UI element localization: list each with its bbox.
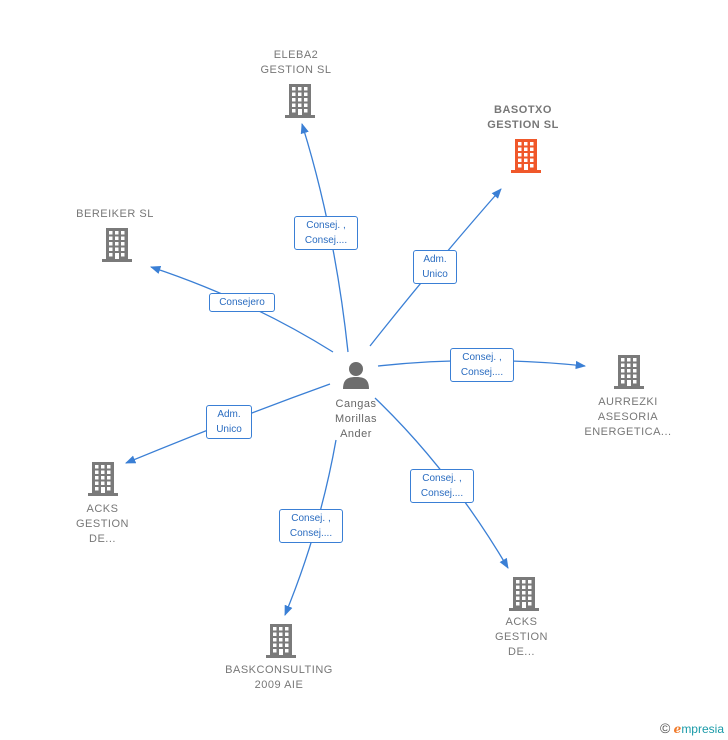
node-label-aurrezki[interactable]: AURREZKI ASESORIA ENERGETICA... [568,395,688,440]
edge-role-baskconsulting[interactable]: Consej. , Consej.... [279,509,343,543]
node-label-line: GESTION [494,631,548,643]
node-label-line: GESTION SL [260,64,332,76]
node-label-eleba2[interactable]: ELEBA2 GESTION SL [236,48,356,78]
node-label-line: ACKS [86,503,119,515]
node-label-line: GESTION [75,518,129,530]
building-icon-basotxo[interactable] [511,139,541,173]
center-name-line: Cangas [335,398,377,410]
node-label-line: ASESORIA [597,411,659,423]
building-icon-acks2[interactable] [509,577,539,611]
node-label-line: DE... [89,533,116,545]
edge-role-line: Consej. , [462,352,502,363]
node-label-baskconsulting[interactable]: BASKCONSULTING 2009 AIE [214,663,344,693]
node-label-bereiker[interactable]: BEREIKER SL [55,207,175,222]
node-label-line: BASKCONSULTING [225,664,333,676]
node-label-basotxo[interactable]: BASOTXO GESTION SL [463,103,583,133]
edge-role-basotxo[interactable]: Adm. Unico [413,250,457,284]
edge-role-line: Consej.... [460,367,504,378]
node-label-line: BASOTXO [494,104,552,116]
node-label-line: BEREIKER SL [76,208,154,220]
edge-role-bereiker[interactable]: Consejero [209,293,275,312]
edge-role-acks2[interactable]: Consej. , Consej.... [410,469,474,503]
node-label-line: ELEBA2 [273,49,319,61]
node-label-line: ACKS [505,616,538,628]
center-name-line: Ander [340,428,372,440]
node-label-line: GESTION SL [487,119,559,131]
edge-role-line: Consej. , [291,513,331,524]
edge-role-acks1[interactable]: Adm. Unico [206,405,252,439]
edge-role-line: Adm. [423,254,447,265]
building-icon-aurrezki[interactable] [614,355,644,389]
node-label-line: DE... [508,646,535,658]
edge-role-line: Consej. , [306,220,346,231]
edge-role-aurrezki[interactable]: Consej. , Consej.... [450,348,514,382]
building-icon-baskconsulting[interactable] [266,624,296,658]
brand-initial: e [673,722,682,736]
empresia-footer: © empresia [660,720,724,736]
node-label-line: 2009 AIE [254,679,304,691]
building-icon-acks1[interactable] [88,462,118,496]
edge-role-line: Consej. , [422,473,462,484]
edge-role-line: Unico [216,424,242,435]
center-person-label[interactable]: Cangas Morillas Ander [316,397,396,442]
edge-role-line: Consej.... [304,235,348,246]
copyright-symbol: © [660,720,671,736]
edge-role-line: Adm. [217,409,241,420]
center-name-line: Morillas [335,413,377,425]
edge-role-eleba2[interactable]: Consej. , Consej.... [294,216,358,250]
edge-role-line: Consejero [219,297,265,308]
building-icon-eleba2[interactable] [285,84,315,118]
node-label-line: AURREZKI [598,396,658,408]
node-label-acks1[interactable]: ACKS GESTION DE... [55,502,150,547]
brand-name: mpresia [681,722,724,736]
person-icon[interactable] [341,360,371,395]
node-label-line: ENERGETICA... [584,426,672,438]
building-icon-bereiker[interactable] [102,228,132,262]
edge-role-line: Unico [422,269,448,280]
edge-role-line: Consej.... [289,528,333,539]
node-label-acks2[interactable]: ACKS GESTION DE... [474,615,569,660]
edge-role-line: Consej.... [420,488,464,499]
